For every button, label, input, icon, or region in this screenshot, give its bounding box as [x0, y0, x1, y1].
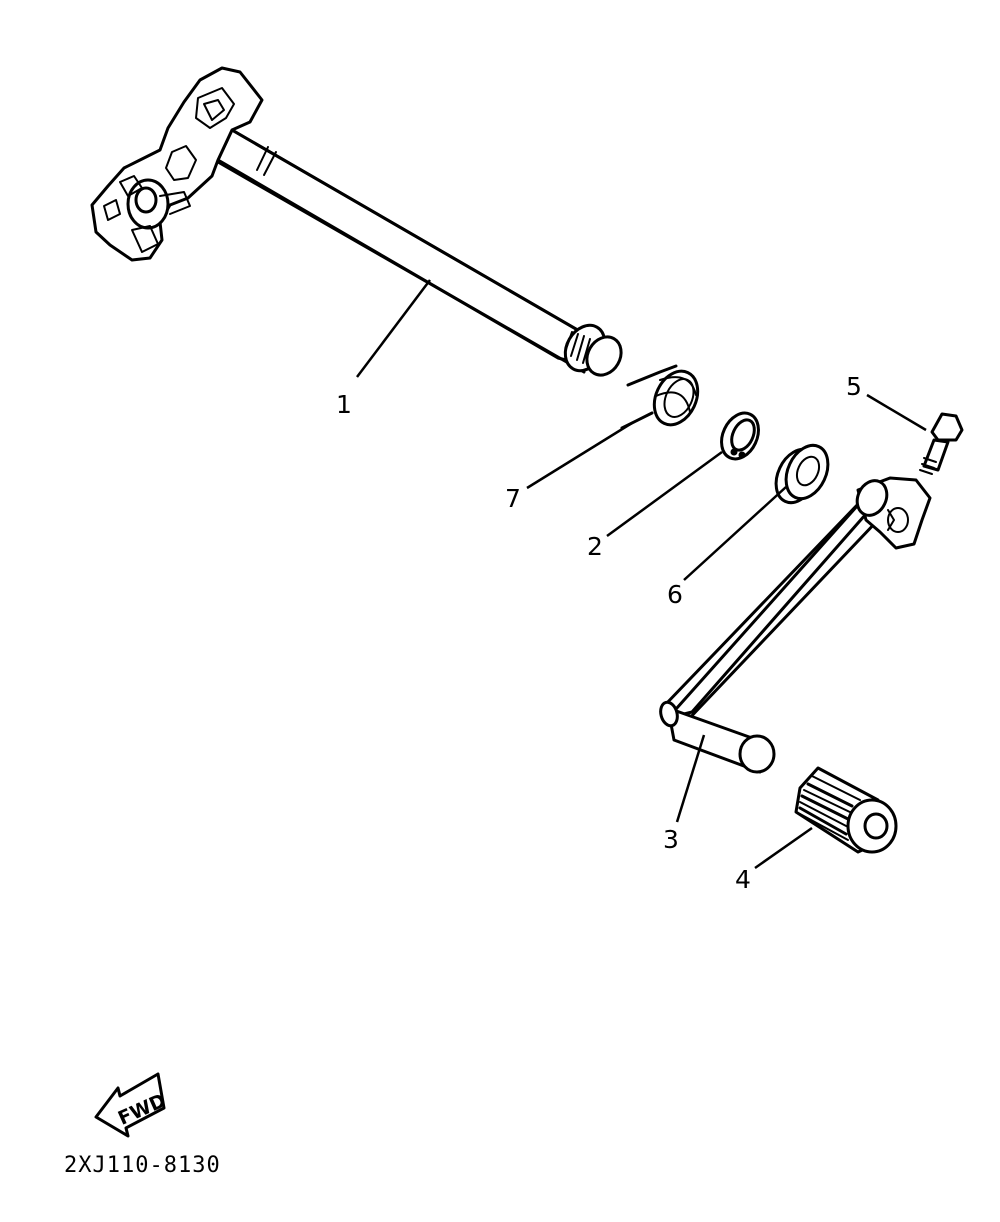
fwd-arrow-icon: FWD: [94, 1072, 169, 1138]
callout-6: 6: [667, 580, 683, 609]
leader-line-1: [356, 279, 431, 378]
diagram-code: 2XJ110-8130: [64, 1153, 221, 1178]
leader-line-3: [675, 734, 706, 823]
shift-shaft-part: [90, 66, 623, 377]
leader-line-5: [866, 393, 927, 432]
callout-1: 1: [336, 390, 352, 419]
leader-line-7: [526, 421, 633, 490]
bolt-part: [919, 412, 964, 475]
callouts: 1 7 2 6 5 3 4: [336, 372, 862, 894]
callout-3: 3: [663, 825, 679, 854]
callout-7: 7: [505, 484, 521, 513]
pedal-rubber-part: [794, 766, 898, 854]
callout-2: 2: [587, 532, 603, 561]
callout-4: 4: [735, 865, 751, 894]
leader-line-4: [754, 826, 813, 870]
callout-5: 5: [846, 372, 862, 401]
leader-line-2: [606, 450, 723, 538]
torsion-spring-part: [620, 364, 700, 430]
circlip-part: [720, 411, 760, 461]
leader-line-6: [683, 486, 787, 581]
leader-lines: [356, 279, 927, 870]
shift-pedal-part: [659, 476, 932, 774]
oil-seal-part: [774, 443, 830, 505]
